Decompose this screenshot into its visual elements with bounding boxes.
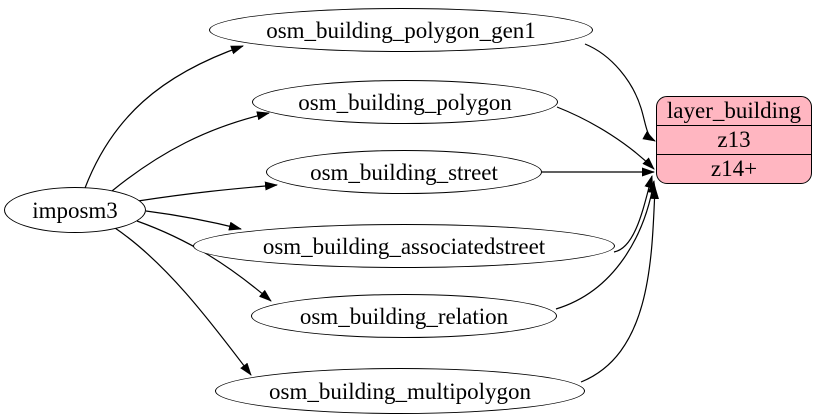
edge-imposm3-to-osm-building-street <box>137 181 278 202</box>
layer-building-row-z14plus: z14+ <box>657 154 811 183</box>
node-osm-building-polygon-label: osm_building_polygon <box>298 89 512 115</box>
edge-osm-building-polygon-to-z14 <box>556 106 655 170</box>
node-layer-building: layer_building z13 z14+ <box>656 96 812 184</box>
node-osm-building-multipolygon: osm_building_multipolygon <box>215 368 585 414</box>
layer-building-title: layer_building <box>666 98 802 123</box>
node-osm-building-street-label: osm_building_street <box>310 159 498 185</box>
edge-imposm3-to-osm-building-multipolygon <box>114 227 252 376</box>
node-imposm3-label: imposm3 <box>32 197 118 223</box>
node-osm-building-street: osm_building_street <box>266 150 542 194</box>
node-osm-building-associatedstreet-label: osm_building_associatedstreet <box>262 233 546 259</box>
node-osm-building-relation: osm_building_relation <box>251 294 557 338</box>
node-osm-building-multipolygon-label: osm_building_multipolygon <box>269 378 531 404</box>
edge-imposm3-to-osm-building-polygon <box>111 111 270 192</box>
layer-building-row-z13: z13 <box>657 125 811 154</box>
edge-osm-building-polygon-gen1-to-z13 <box>584 43 656 142</box>
node-osm-building-polygon-gen1: osm_building_polygon_gen1 <box>209 8 593 52</box>
edge-osm-building-relation-to-z14 <box>555 180 657 310</box>
node-osm-building-polygon: osm_building_polygon <box>252 80 558 124</box>
edge-imposm3-to-osm-building-relation <box>136 220 272 302</box>
edge-imposm3-to-osm-building-associatedstreet <box>145 210 242 231</box>
node-imposm3: imposm3 <box>4 187 146 233</box>
edge-osm-building-multipolygon-to-z14 <box>580 186 660 383</box>
edge-imposm3-to-osm-building-polygon-gen1 <box>84 45 244 189</box>
node-osm-building-polygon-gen1-label: osm_building_polygon_gen1 <box>266 17 536 43</box>
node-osm-building-associatedstreet: osm_building_associatedstreet <box>193 224 615 268</box>
node-osm-building-relation-label: osm_building_relation <box>299 303 509 329</box>
